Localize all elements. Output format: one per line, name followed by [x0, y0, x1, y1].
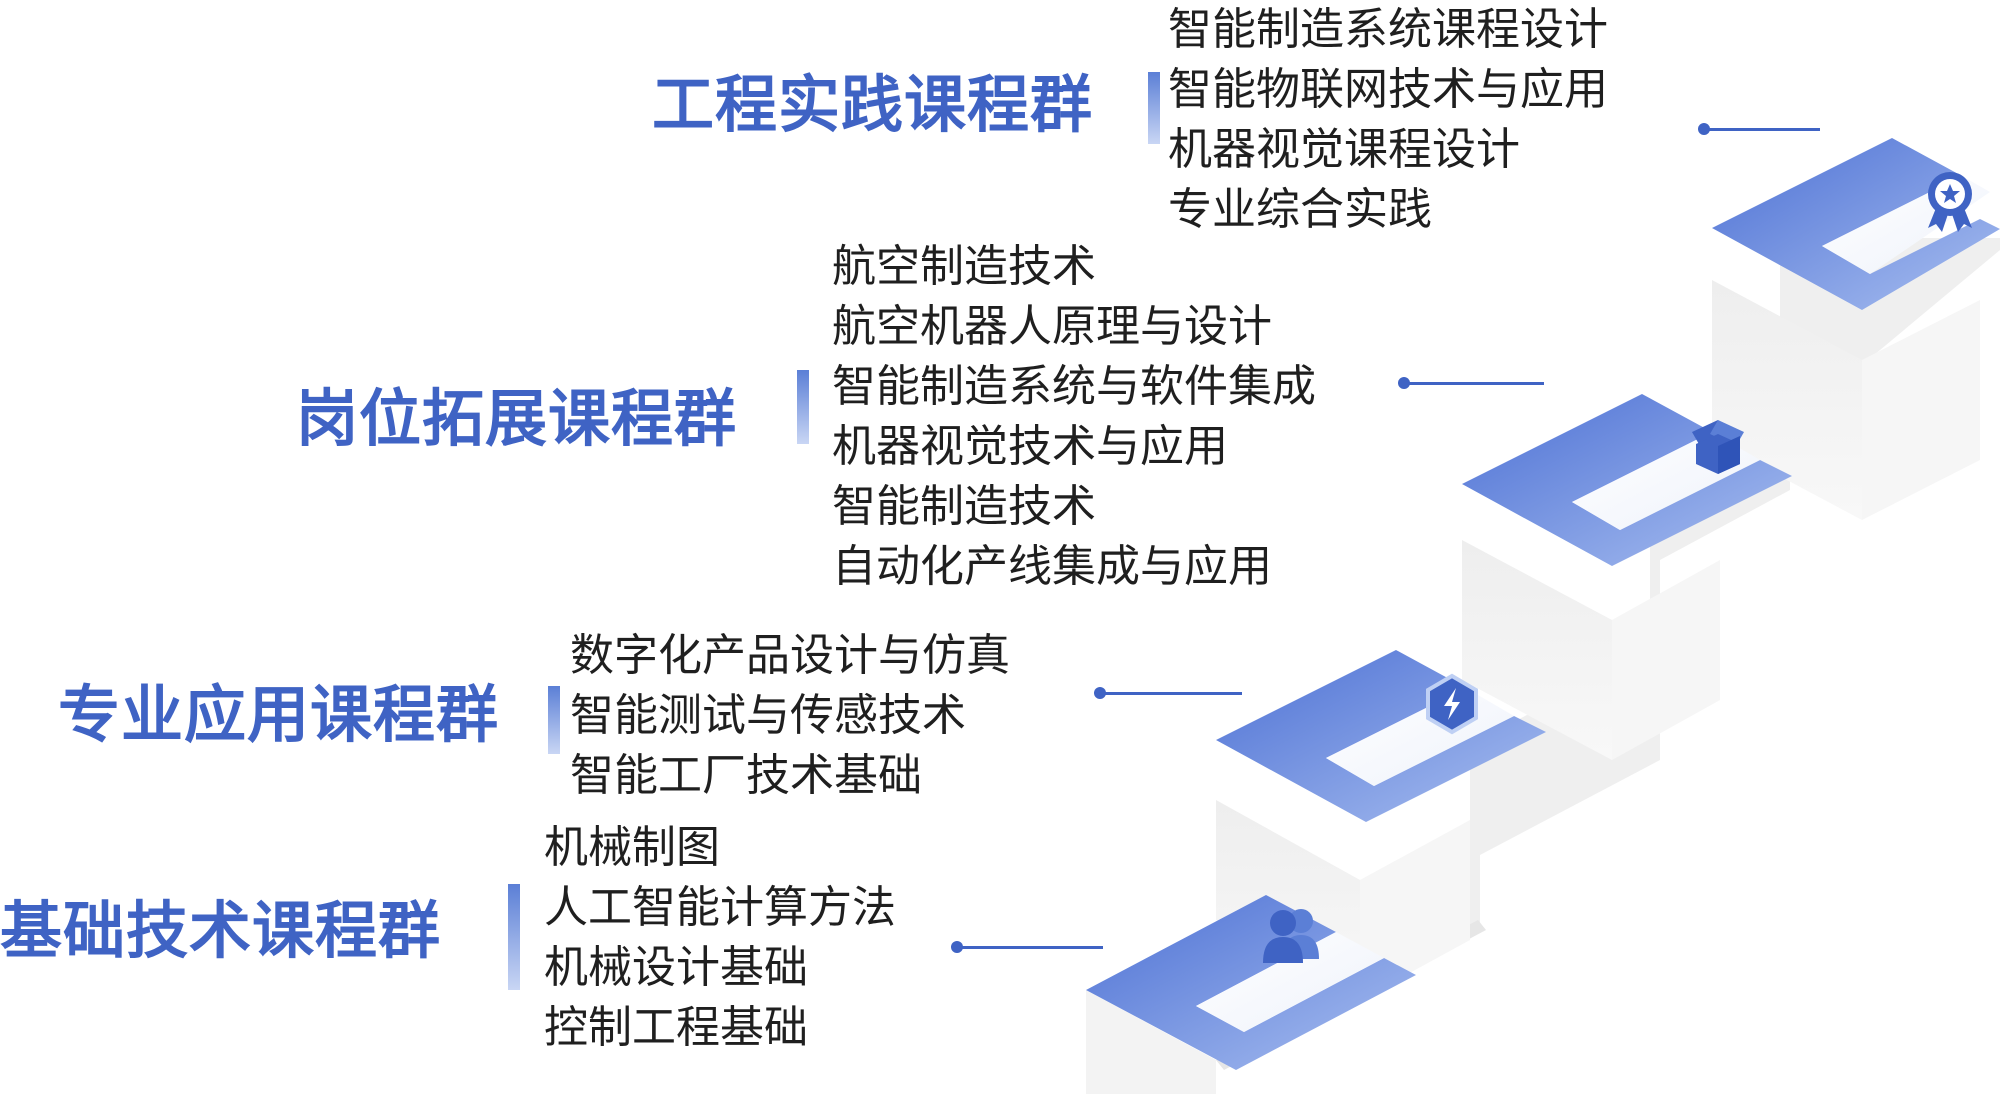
users-icon-body-front	[1263, 937, 1303, 963]
group-accent-bar	[1148, 72, 1160, 144]
course-item: 智能制造技术	[832, 481, 1096, 532]
course-item: 航空机器人原理与设计	[832, 301, 1272, 352]
connector-line	[1404, 382, 1544, 385]
group-accent-bar	[508, 884, 520, 990]
riser-1	[1086, 990, 1216, 1094]
users-icon	[1263, 909, 1319, 963]
group-title-professional-application: 专业应用课程群	[58, 678, 500, 751]
riser-3-front	[1612, 560, 1720, 760]
award-icon-star	[1940, 184, 1960, 203]
course-item: 智能工厂技术基础	[570, 750, 922, 801]
connector-line	[957, 946, 1103, 949]
course-item: 机器视觉技术与应用	[832, 421, 1228, 472]
connector-line	[1100, 692, 1242, 695]
group-accent-bar	[797, 370, 809, 444]
course-item: 自动化产线集成与应用	[832, 541, 1272, 592]
course-item: 机械制图	[544, 822, 720, 873]
course-item: 数字化产品设计与仿真	[570, 630, 1010, 681]
course-item: 航空制造技术	[832, 241, 1096, 292]
course-item: 专业综合实践	[1168, 184, 1432, 235]
box-icon-front	[1718, 436, 1740, 474]
box-icon	[1692, 420, 1744, 474]
riser-2-front	[1360, 820, 1470, 1000]
course-item: 机械设计基础	[544, 942, 808, 993]
connector-line	[1704, 128, 1820, 131]
course-list-basic-technology: 机械制图 人工智能计算方法 机械设计基础 控制工程基础	[544, 818, 896, 1058]
lightning-icon-bolt	[1444, 688, 1460, 720]
course-item: 智能物联网技术与应用	[1168, 64, 1608, 115]
users-icon-head-front	[1270, 910, 1296, 936]
course-list-engineering-practice: 智能制造系统课程设计 智能物联网技术与应用 机器视觉课程设计 专业综合实践	[1168, 0, 1608, 240]
course-item: 智能测试与传感技术	[570, 690, 966, 741]
award-icon	[1928, 172, 1972, 232]
lightning-icon	[1426, 673, 1478, 735]
step-1-inner	[1196, 932, 1384, 1032]
group-title-basic-technology: 基础技术课程群	[0, 894, 442, 967]
riser-3	[1462, 540, 1612, 760]
group-title-engineering-practice: 工程实践课程群	[652, 68, 1094, 141]
step-1	[1086, 895, 1416, 1070]
step-2-top	[1216, 650, 1546, 822]
course-item: 控制工程基础	[544, 1002, 808, 1053]
step-4-top	[1712, 138, 2000, 310]
course-item: 智能制造系统与软件集成	[832, 361, 1316, 412]
step-3-top	[1462, 394, 1792, 566]
group-title-position-expansion: 岗位拓展课程群	[296, 382, 738, 455]
course-item: 人工智能计算方法	[544, 882, 896, 933]
course-list-position-expansion: 航空制造技术 航空机器人原理与设计 智能制造系统与软件集成 机器视觉技术与应用 …	[832, 237, 1316, 597]
course-list-professional-application: 数字化产品设计与仿真 智能测试与传感技术 智能工厂技术基础	[570, 626, 1010, 806]
riser-4-front	[1862, 300, 1980, 520]
course-item: 智能制造系统课程设计	[1168, 4, 1608, 55]
group-accent-bar	[548, 686, 560, 754]
course-item: 机器视觉课程设计	[1168, 124, 1520, 175]
step-1-top	[1086, 895, 1416, 1070]
